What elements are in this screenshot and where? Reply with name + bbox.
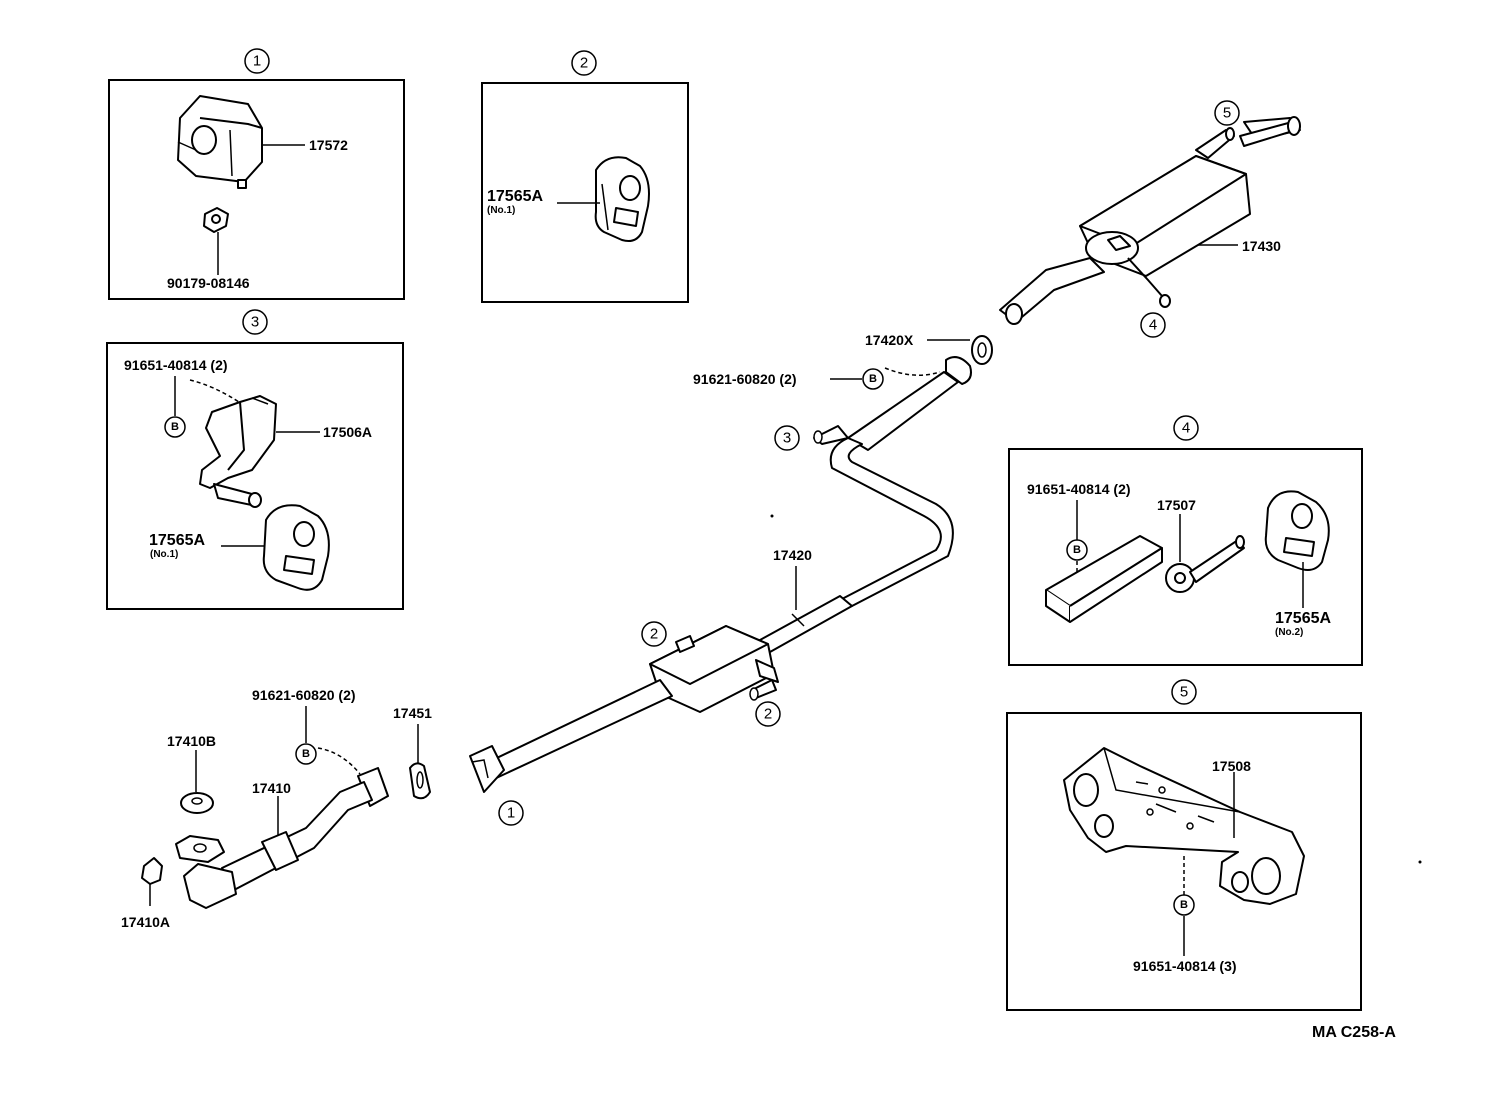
part-17451-label: 17451 <box>393 705 432 721</box>
section-2-label: 2 <box>580 55 588 72</box>
section-3-label: 3 <box>251 314 259 331</box>
b-marker-front: B <box>302 748 310 760</box>
diagram-reference-code: MA C258-A <box>1312 1024 1396 1041</box>
part-17565A-label-3: 17565A <box>1275 610 1331 627</box>
callout-5-muffler: 5 <box>1223 105 1231 122</box>
part-17572-label: 17572 <box>309 137 348 153</box>
callout-3-pipe: 3 <box>783 430 791 447</box>
part-17506A-label: 17506A <box>323 424 372 440</box>
bolt-91651-label-b: 91651-40814 (2) <box>1027 481 1131 497</box>
bracket-17508-drawing <box>1063 747 1305 905</box>
section-5-box: 5 17508 B 91651-40814 (3) <box>1006 679 1362 1011</box>
section-1-box: 1 17572 90179-08146 <box>108 48 405 300</box>
b-marker-pipe: B <box>869 373 877 385</box>
part-17565A-label-2: 17565A <box>149 532 205 549</box>
ring-17410B-drawing <box>180 792 214 814</box>
bolt-91651-label-a: 91651-40814 (2) <box>124 357 228 373</box>
section-5-label: 5 <box>1180 684 1188 701</box>
callout-4-muffler: 4 <box>1149 317 1157 334</box>
bolt-91621-label-b: 91621-60820 (2) <box>252 687 356 703</box>
part-17420-label: 17420 <box>773 547 812 563</box>
part-17410B-label: 17410B <box>167 733 216 749</box>
bracket-17506A-drawing <box>199 395 277 508</box>
part-17508-label: 17508 <box>1212 758 1251 774</box>
part-17565A-sublabel-3: (No.2) <box>1275 627 1303 638</box>
catalytic-converter-drawing <box>469 625 779 793</box>
section-4-label: 4 <box>1182 420 1190 437</box>
b-marker-c: B <box>1180 899 1188 911</box>
gasket-17451-drawing <box>409 762 431 800</box>
part-90179-08146-label: 90179-08146 <box>167 275 250 291</box>
mount-17572-drawing <box>177 95 263 189</box>
bolt-91651-label-c: 91651-40814 (3) <box>1133 958 1237 974</box>
b-marker-a: B <box>171 421 179 433</box>
section-2-box: 2 17565A (No.1) <box>481 50 689 303</box>
part-17410A-label: 17410A <box>121 914 170 930</box>
part-17410-label: 17410 <box>252 780 291 796</box>
nut-90179-drawing <box>203 207 229 233</box>
callout-1-front: 1 <box>507 805 515 822</box>
part-17420X-label: 17420X <box>865 332 914 348</box>
section-4-box: 4 91651-40814 (2) B 17507 17565A (No.2) <box>1008 415 1363 666</box>
part-17565A-label-1: 17565A <box>487 188 543 205</box>
part-17565A-sublabel-1: (No.1) <box>487 205 515 216</box>
part-17565A-sublabel-2: (No.1) <box>150 549 178 560</box>
part-17430-label: 17430 <box>1242 238 1281 254</box>
hanger-17565A-drawing-2 <box>262 504 330 591</box>
hanger-17565A-drawing-3 <box>1264 490 1330 571</box>
nut-17410A-drawing <box>141 857 163 885</box>
b-marker-b: B <box>1073 544 1081 556</box>
rear-muffler-17430-drawing <box>999 116 1301 325</box>
part-17507-label: 17507 <box>1157 497 1196 513</box>
front-pipe-17410-drawing <box>175 767 389 909</box>
bolt-91621-label-a: 91621-60820 (2) <box>693 371 797 387</box>
bracket-17507-drawing <box>1045 535 1245 623</box>
callout-2-cat-b: 2 <box>764 706 772 723</box>
gasket-17420X-drawing <box>971 335 993 365</box>
center-pipe-17420-drawing <box>759 356 972 653</box>
section-1-label: 1 <box>253 53 261 70</box>
section-3-box: 3 91651-40814 (2) B 17506A 17565A (No.1) <box>106 309 404 610</box>
hanger-17565A-drawing-1 <box>594 156 650 242</box>
callout-2-cat-a: 2 <box>650 626 658 643</box>
